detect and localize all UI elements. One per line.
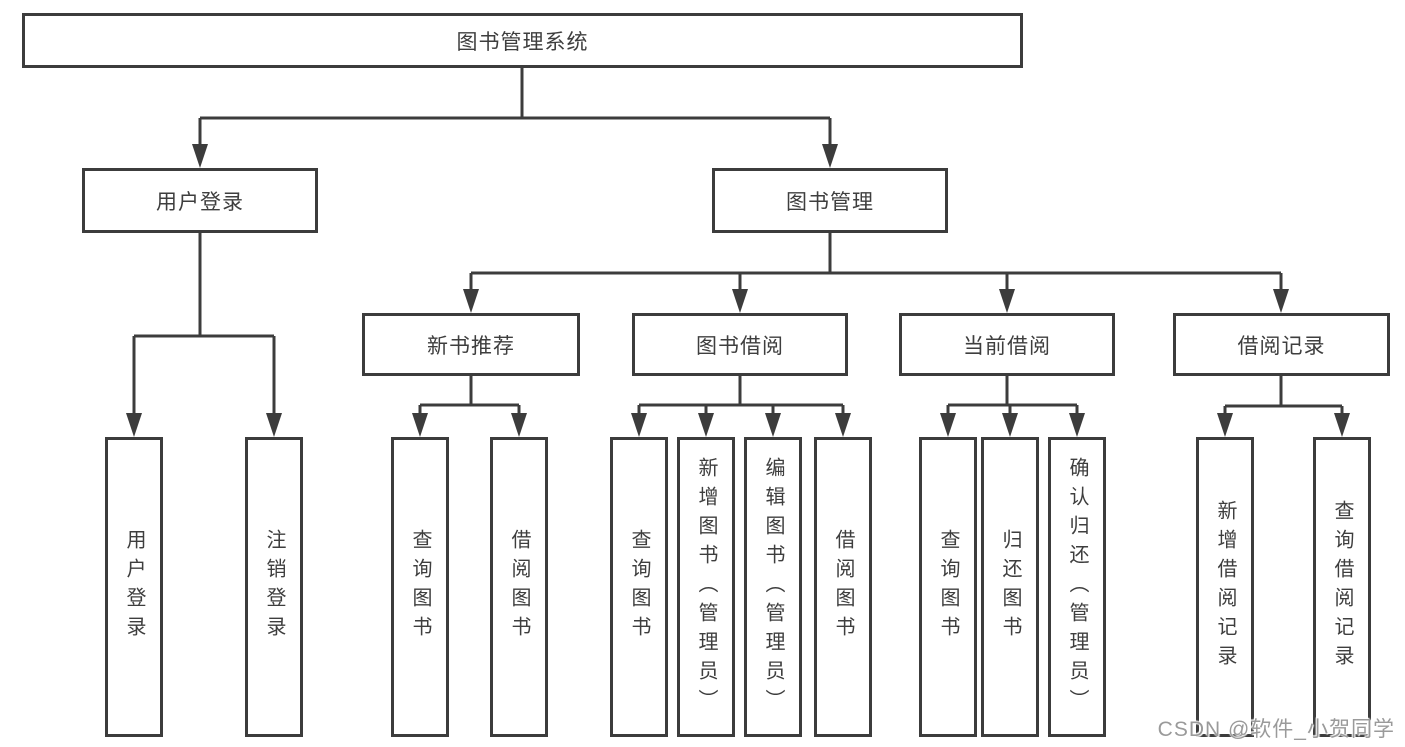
node-book-borrow: 图书借阅: [632, 313, 848, 376]
node-book-management: 图书管理: [712, 168, 948, 233]
leaf-user-login: 用户登录: [105, 437, 163, 737]
leaf-query-book-recommend: 查询图书: [391, 437, 449, 737]
leaf-add-book-admin: 新增图书（管理员）: [677, 437, 735, 737]
leaf-query-borrow-record: 查询借阅记录: [1313, 437, 1371, 737]
leaf-borrow-book-recommend: 借阅图书: [490, 437, 548, 737]
node-current-borrow: 当前借阅: [899, 313, 1115, 376]
leaf-borrow-book: 借阅图书: [814, 437, 872, 737]
leaf-query-book-borrow: 查询图书: [610, 437, 668, 737]
leaf-add-borrow-record: 新增借阅记录: [1196, 437, 1254, 737]
leaf-edit-book-admin: 编辑图书（管理员）: [744, 437, 802, 737]
leaf-return-book: 归还图书: [981, 437, 1039, 737]
node-borrow-record: 借阅记录: [1173, 313, 1390, 376]
leaf-confirm-return-admin: 确认归还（管理员）: [1048, 437, 1106, 737]
node-library-management-system: 图书管理系统: [22, 13, 1023, 68]
leaf-query-book-current: 查询图书: [919, 437, 977, 737]
leaf-logout: 注销登录: [245, 437, 303, 737]
node-user-login: 用户登录: [82, 168, 318, 233]
watermark: CSDN @软件_小贺同学: [1157, 718, 1395, 741]
node-new-book-recommend: 新书推荐: [362, 313, 580, 376]
arrowheads: [126, 144, 1350, 437]
